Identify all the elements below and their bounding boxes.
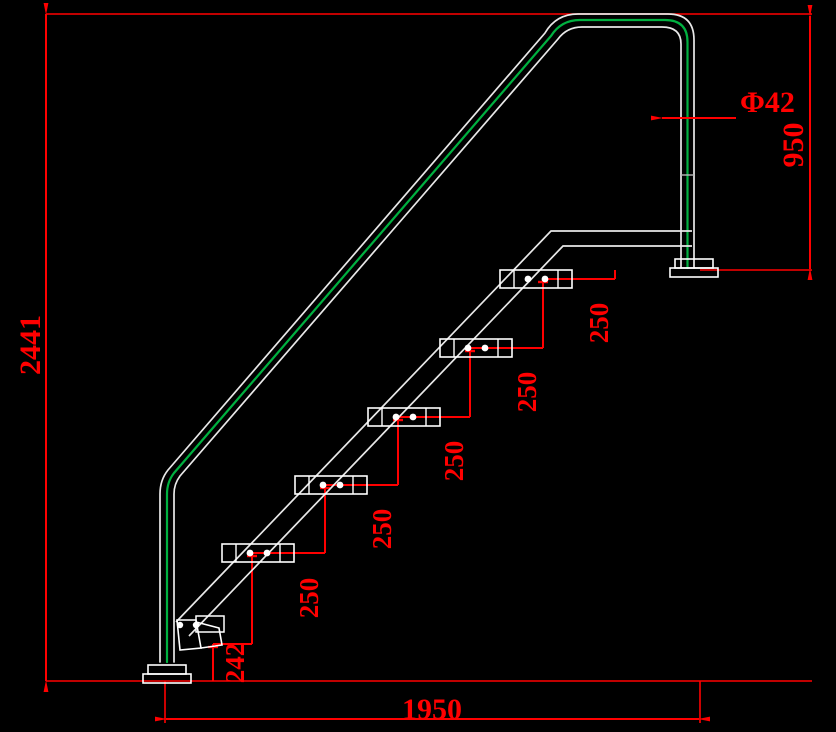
- gusset-bolt: [192, 621, 200, 629]
- tread-bracket: [294, 475, 368, 495]
- tread-bracket: [221, 543, 295, 563]
- riser-label-4: 250: [512, 372, 542, 413]
- dimension-overall-height: 2441: [14, 3, 49, 692]
- riser-label-5: 250: [584, 303, 614, 344]
- riser-label-1: 250: [294, 578, 324, 619]
- dimension-label-overall-height: 2441: [14, 315, 47, 375]
- base-plate-lower-right: [669, 267, 719, 278]
- diameter-callout-label: Φ42: [740, 86, 795, 119]
- base-plate-right: [669, 258, 719, 278]
- dimension-overall-width: 1950: [155, 681, 710, 726]
- stringer-top-edge: [175, 230, 692, 623]
- stringer-bottom-edge: [188, 245, 692, 637]
- dimension-label-overall-width: 1950: [402, 693, 462, 726]
- base-plate-left: [142, 664, 192, 684]
- base-plate-lower-left: [142, 673, 192, 684]
- dimension-label-handrail-height: 950: [777, 123, 810, 168]
- handrail-tube: [159, 13, 695, 664]
- riser-label-3: 250: [439, 441, 469, 482]
- gusset-wedge: [195, 621, 223, 649]
- tread-brackets: [221, 269, 573, 563]
- tread-bracket: [367, 407, 441, 427]
- handrail-outer-edge: [159, 13, 695, 663]
- handrail-centerline: [165, 18, 689, 664]
- tread-bracket: [439, 338, 513, 358]
- base-gusset-bracket: [176, 615, 225, 651]
- diameter-callout: Φ42: [651, 86, 795, 121]
- stair-stringer: [175, 230, 692, 637]
- riser-label-2: 250: [367, 509, 397, 550]
- handrail-inner-edge: [173, 26, 682, 663]
- tread-bracket: [499, 269, 573, 289]
- gusset-bolt: [176, 621, 184, 629]
- riser-label-242: 242: [220, 643, 250, 684]
- dimension-handrail-height: 950: [777, 5, 813, 280]
